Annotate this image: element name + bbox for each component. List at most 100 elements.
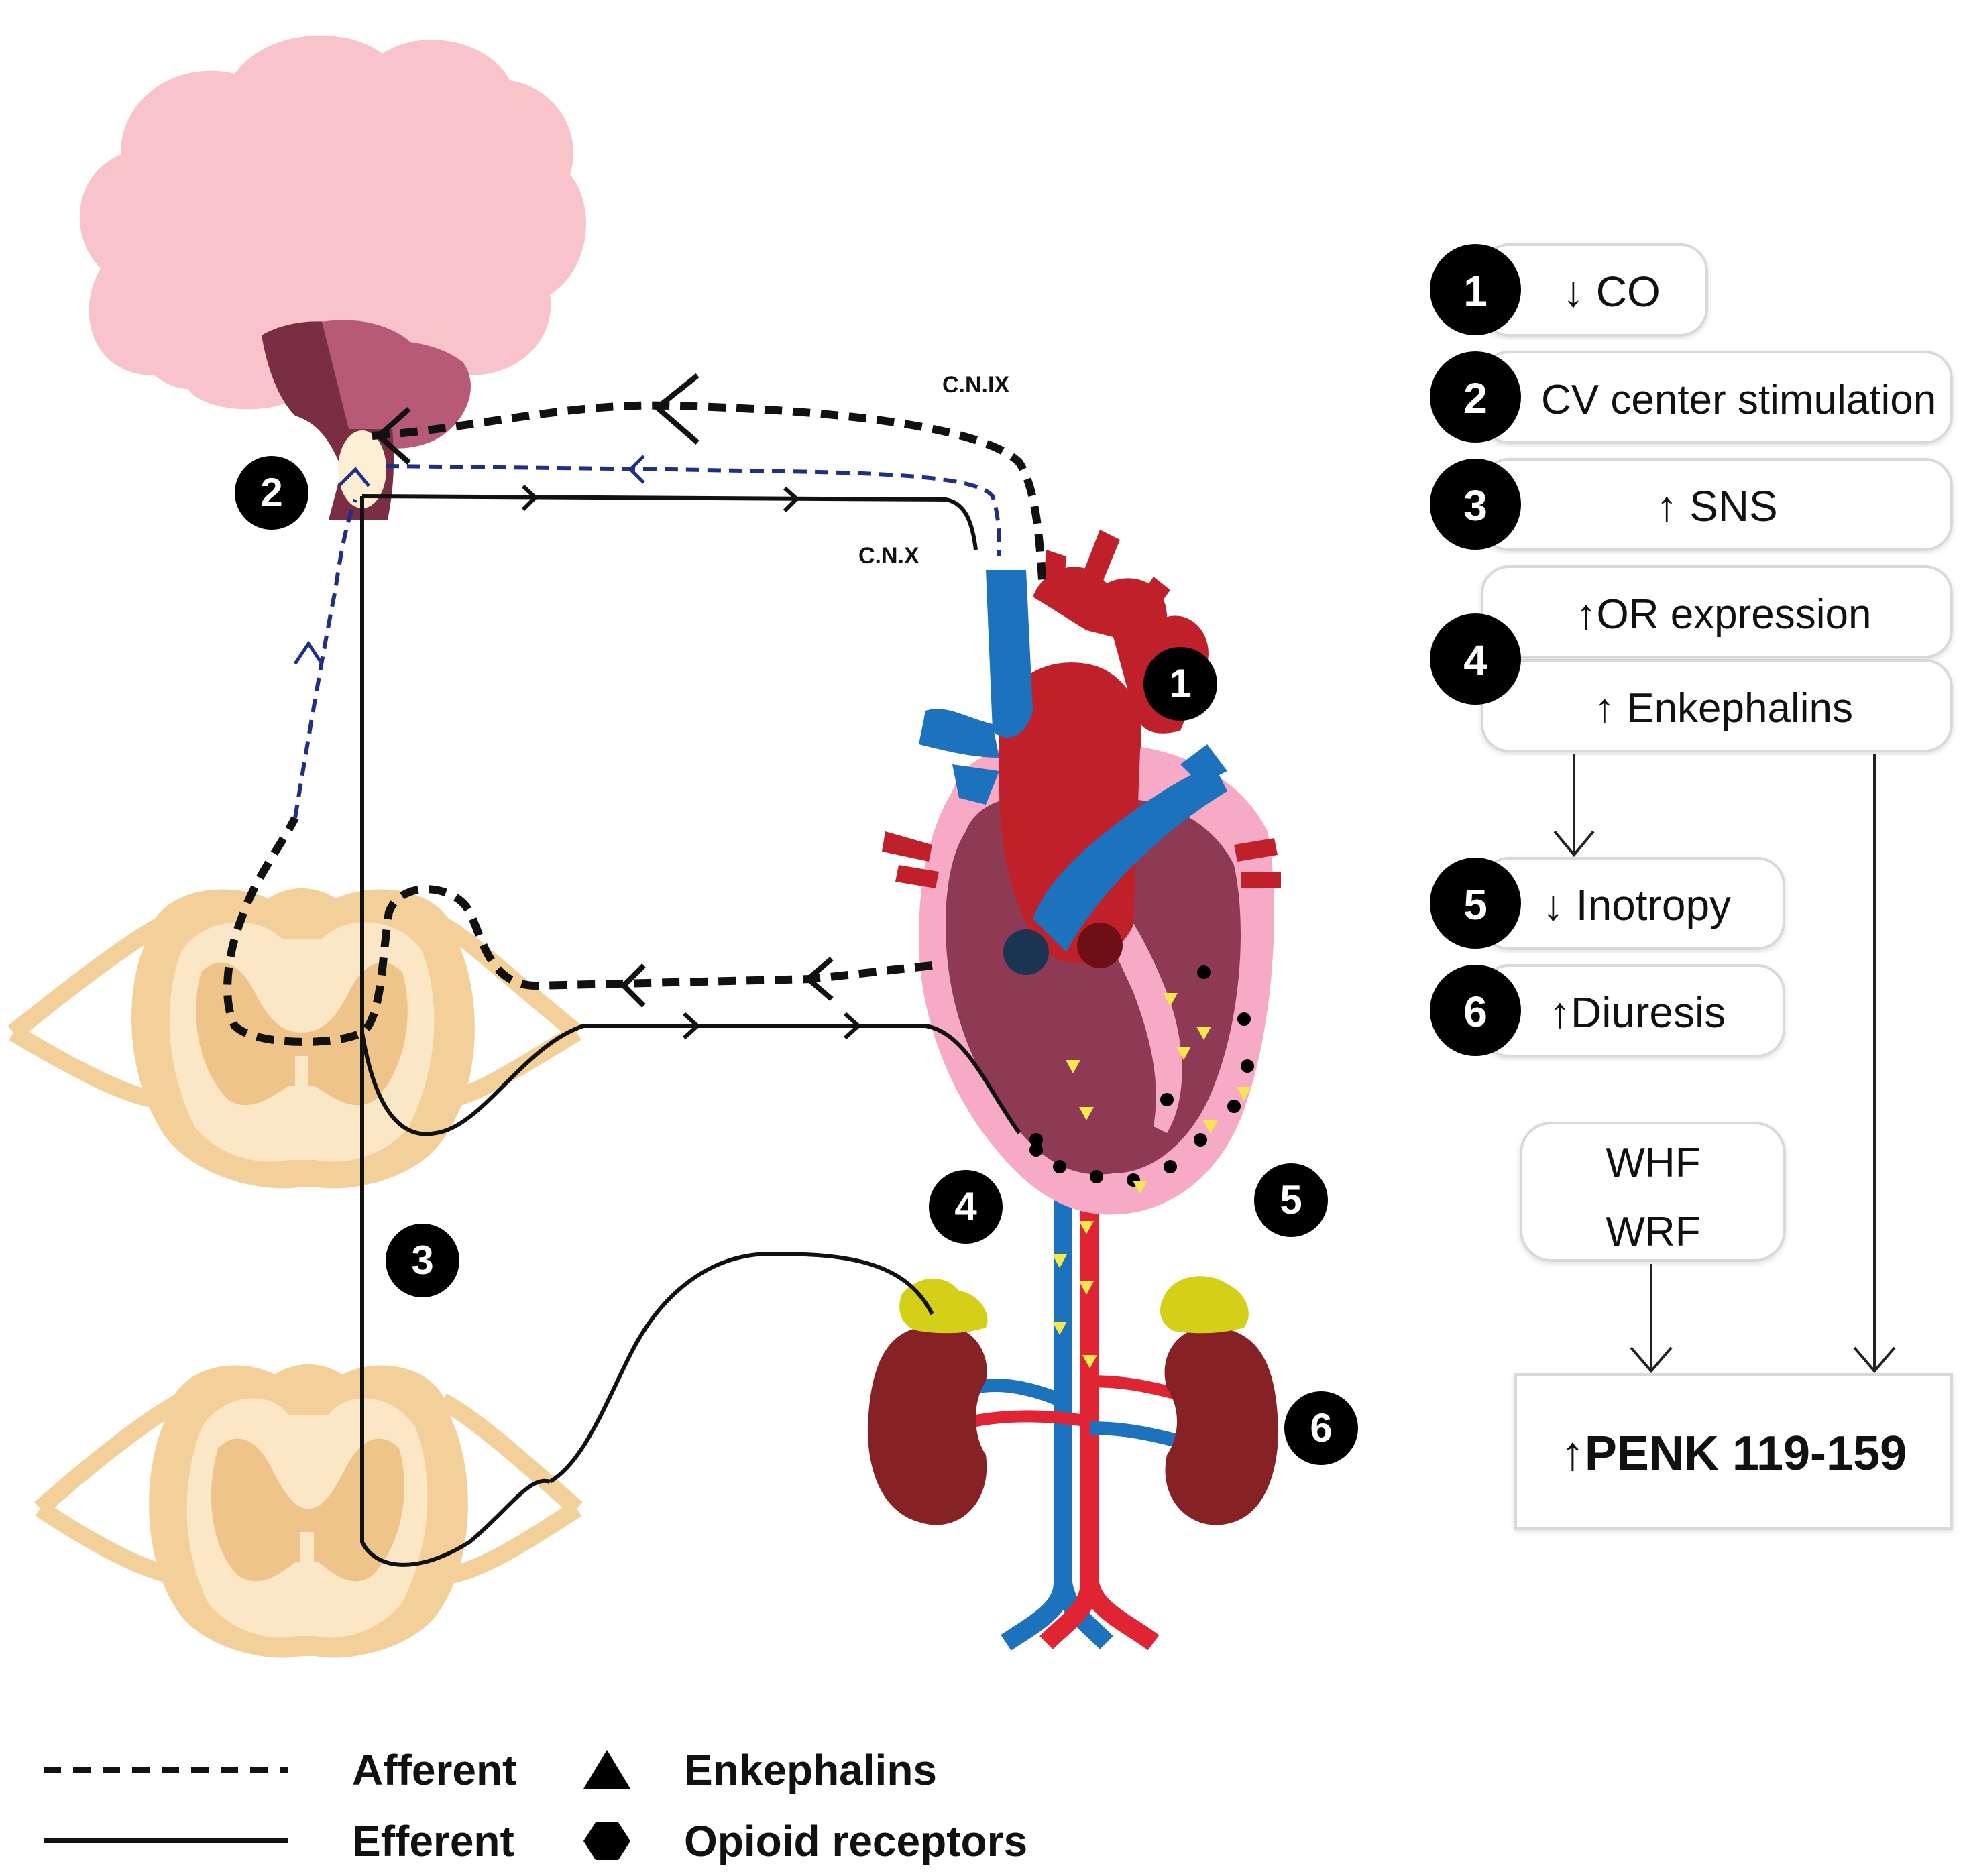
efferent-arrow-1: [521, 484, 539, 512]
aorta-descending: [1039, 1153, 1160, 1651]
enkephalin-triangle: [1082, 1355, 1097, 1368]
superior-vena-cava: [986, 570, 1033, 738]
opioid-receptor-dots: [1029, 965, 1254, 1187]
step-6: 6 ↑Diuresis: [1430, 964, 1785, 1057]
svg-text:5: 5: [1463, 880, 1487, 929]
afferent-spinal-blue: [293, 498, 357, 819]
renal-artery-left: [971, 1410, 1091, 1427]
step-1-label: ↓ CO: [1563, 268, 1661, 316]
result-label: ↑PENK 119-159: [1561, 1427, 1907, 1480]
legend-enkephalins-label: Enkephalins: [684, 1746, 937, 1794]
great-vessels: [970, 1153, 1182, 1651]
cv-center: [338, 430, 386, 508]
step-4: 4 ↑OR expression ↑ Enkephalins: [1430, 565, 1953, 752]
kidney-right: [1164, 1326, 1279, 1525]
svg-text:2: 2: [260, 470, 282, 515]
kidney-left: [867, 1324, 987, 1525]
diagram-marker-1: 1: [1143, 647, 1217, 721]
arrow-conditions-to-result: [1630, 1264, 1673, 1374]
opioid-receptor-dot: [1053, 1160, 1066, 1173]
spinal-cord-lower: [34, 1364, 583, 1658]
opioid-receptor-dot: [1029, 1143, 1043, 1157]
adrenal-left: [899, 1278, 988, 1334]
opioid-receptor-dot: [1237, 1012, 1251, 1026]
step-4-label-enk: ↑ Enkephalins: [1594, 685, 1853, 731]
afferent-arrow-spinal-2: [803, 956, 834, 1002]
cerebrum: [79, 35, 586, 418]
afferent-vagus-blue: [385, 464, 1001, 557]
pons: [322, 320, 416, 439]
efferent-sympathetic-heart: [360, 1024, 1021, 1136]
svg-text:3: 3: [411, 1238, 433, 1283]
afferent-arrow-cn9: [653, 373, 699, 445]
svg-text:6: 6: [1310, 1405, 1332, 1450]
efferent-vagus-cnx: [361, 494, 978, 550]
efferent-arrow-2: [783, 486, 800, 513]
efferent-arrow-4: [843, 1012, 862, 1040]
efferent-arrow-3: [682, 1012, 701, 1040]
legend-opioid-receptors-label: Opioid receptors: [684, 1817, 1027, 1865]
enkephalin-triangle: [1203, 1120, 1218, 1134]
adrenal-right: [1160, 1276, 1249, 1334]
brain: [79, 35, 586, 520]
opioid-receptor-dot: [1194, 1133, 1207, 1147]
enkephalin-triangle: [1133, 1181, 1147, 1194]
pulmonary-artery: [1033, 744, 1227, 952]
legend-receptor-hexagon: [583, 1822, 630, 1860]
spinal-nerve-roots-upper: [7, 917, 583, 1108]
svg-text:1: 1: [1169, 661, 1191, 706]
pathways: [223, 373, 1047, 1567]
step-1: 1 ↓ CO: [1430, 243, 1708, 337]
afferent-blue-arrow-3: [337, 467, 370, 487]
enkephalin-triangle: [1052, 1322, 1067, 1335]
step-5-label: ↓ Inotropy: [1542, 881, 1731, 929]
svg-text:3: 3: [1463, 481, 1487, 530]
step-5: 5 ↓ Inotropy: [1430, 857, 1785, 950]
central-canal-lower: [300, 1532, 314, 1606]
brachiocephalic-vein: [919, 709, 999, 805]
step-2: 2 CV center stimulation: [1430, 351, 1953, 444]
opioid-receptor-dot: [1160, 1093, 1174, 1106]
afferent-blue-arrow-2: [293, 640, 324, 665]
step-2-label: CV center stimulation: [1541, 377, 1936, 423]
enkephalin-triangles: [1052, 993, 1251, 1368]
svg-text:5: 5: [1280, 1177, 1302, 1222]
diagram-marker-3: 3: [386, 1224, 459, 1297]
legend-enkephalin-triangle: [583, 1750, 630, 1789]
opioid-receptor-dot: [1164, 1160, 1177, 1173]
opioid-receptor-dot: [1197, 965, 1211, 979]
afferent-arrow-medulla: [374, 407, 411, 465]
steps-panel: 1 ↓ CO 2 CV center stimulation 3 ↑ SNS 4…: [1430, 243, 1953, 1530]
efferent-sympathetic-adrenal: [549, 1251, 934, 1484]
diagram-marker-2: 2: [235, 456, 308, 530]
pulmonary-veins: [882, 831, 1281, 888]
arrow-step4-to-step5: [1553, 754, 1595, 858]
label-cn10: C.N.X: [858, 543, 919, 569]
step-3-label: ↑ SNS: [1656, 482, 1777, 530]
diagram-marker-5: 5: [1254, 1163, 1328, 1237]
svg-text:6: 6: [1463, 988, 1487, 1036]
svg-text:WHF: WHF: [1606, 1140, 1700, 1186]
svg-text:2: 2: [1463, 374, 1487, 422]
renal-vein-left: [970, 1379, 1066, 1408]
enkephalin-triangle: [1079, 1221, 1094, 1234]
afferent-arrow-spinal-1: [620, 963, 646, 1008]
afferent-spinal-black: [223, 816, 933, 1046]
opioid-receptor-dot: [1227, 1100, 1241, 1113]
aortic-valve: [1077, 923, 1123, 968]
central-canal-upper: [295, 1056, 308, 1130]
diagram-marker-6: 6: [1284, 1391, 1358, 1465]
arrow-step4-to-result: [1853, 754, 1896, 1374]
enkephalin-triangle: [1052, 1254, 1067, 1268]
afferent-glossopharyngeal-cn9: [372, 401, 1047, 591]
legend-efferent-label: Efferent: [352, 1817, 514, 1865]
legend-afferent-label: Afferent: [352, 1746, 516, 1794]
enkephalin-triangle: [1079, 1107, 1094, 1120]
spinal-horn-lower: [211, 1438, 404, 1582]
efferent-spinal-descending: [360, 496, 551, 1567]
enkephalin-triangle: [1237, 1087, 1251, 1100]
heart: [882, 530, 1281, 1215]
enkephalin-triangle: [1196, 1027, 1211, 1040]
svg-text:WRF: WRF: [1606, 1209, 1700, 1255]
opioid-receptor-dot: [1241, 1059, 1254, 1073]
